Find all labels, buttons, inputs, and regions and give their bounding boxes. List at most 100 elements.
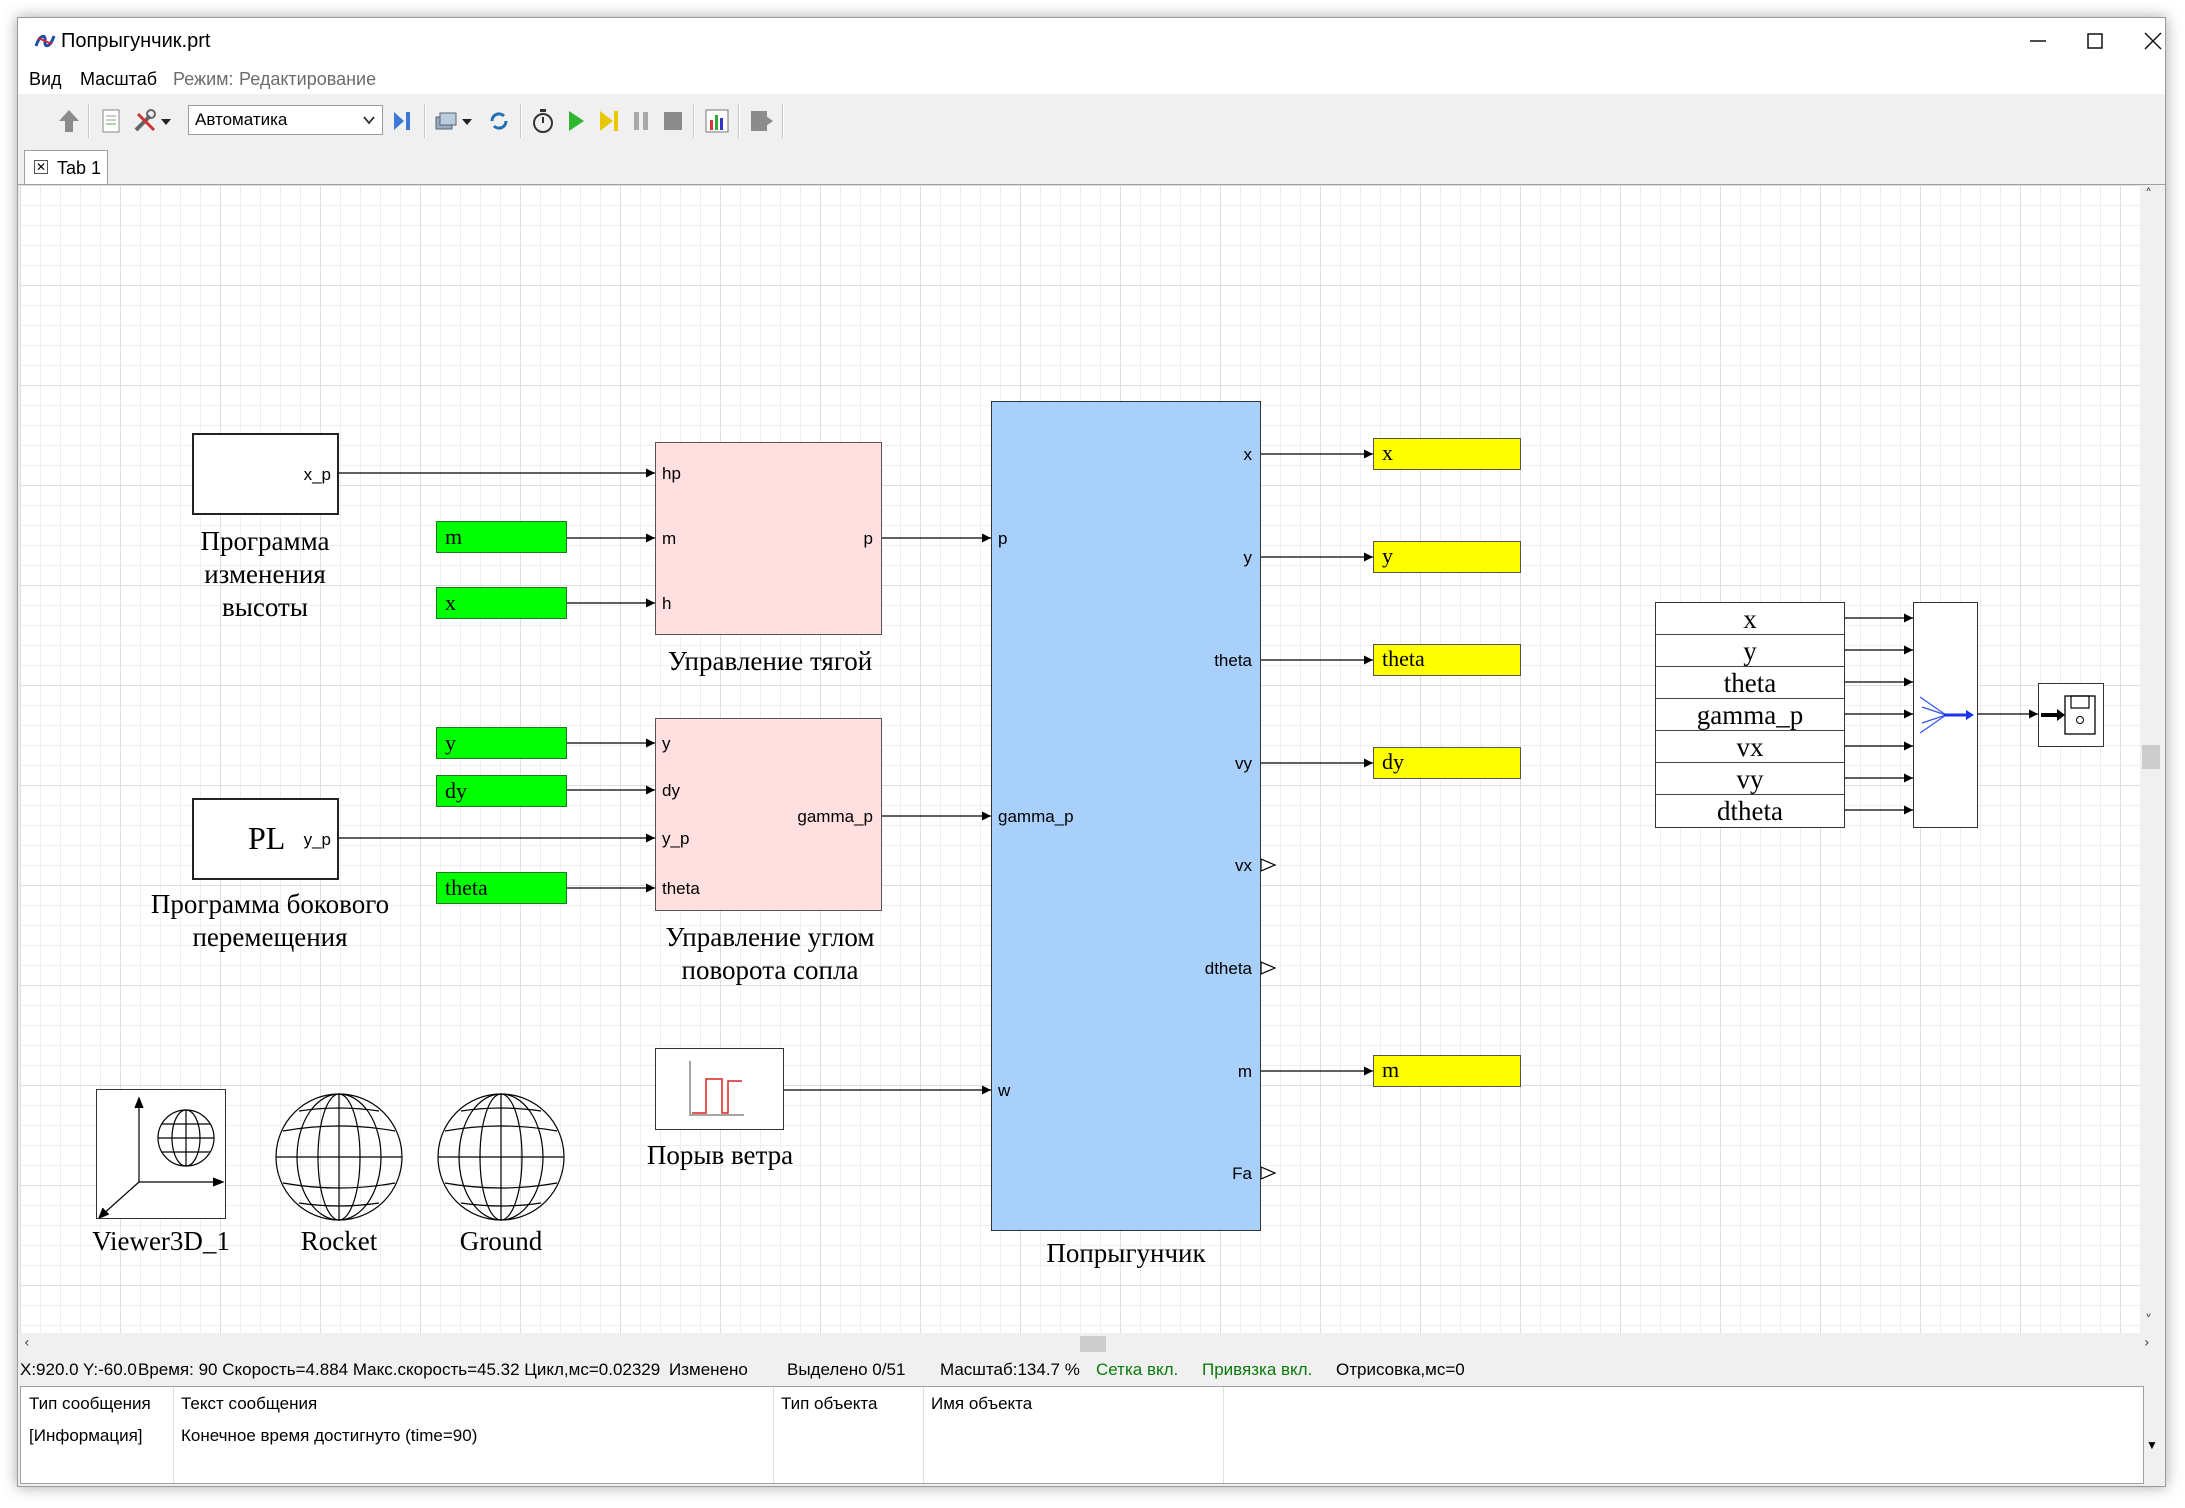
port-fa-open <box>1260 1166 1277 1180</box>
tab-1[interactable]: ✕ Tab 1 <box>24 150 108 184</box>
diagram-canvas[interactable]: x_p Программа изменения высоты m x y dy … <box>20 185 2140 1333</box>
sync-icon <box>490 112 508 130</box>
layers-button[interactable] <box>432 106 462 136</box>
minimize-icon <box>2030 40 2046 42</box>
file-writer-block[interactable] <box>2038 683 2104 747</box>
const-x[interactable]: x <box>436 587 567 619</box>
display-dy[interactable]: dy <box>1373 747 1521 779</box>
port-p-in: p <box>998 529 1008 548</box>
thrust-control-caption: Управление тягой <box>667 646 873 676</box>
thrust-control-block[interactable]: hp m h p <box>655 442 882 635</box>
scroll-up-icon[interactable]: ˄ <box>2145 187 2152 203</box>
maximize-button[interactable] <box>2060 18 2130 64</box>
title-bar: Попрыгунчик.prt <box>18 18 2165 64</box>
const-theta[interactable]: theta <box>436 872 567 904</box>
port-theta: theta <box>662 879 700 898</box>
viewer3d-block[interactable] <box>96 1089 226 1220</box>
chart-icon <box>705 109 729 133</box>
height-program-block[interactable]: x_p <box>192 433 339 515</box>
model-block[interactable]: p gamma_p w x y theta vy vx dtheta m Fa <box>991 401 1261 1231</box>
status-snap[interactable]: Привязка вкл. <box>1202 1360 1313 1379</box>
minimize-button[interactable] <box>2003 18 2073 64</box>
status-grid[interactable]: Сетка вкл. <box>1096 1360 1179 1379</box>
export-button[interactable] <box>746 106 776 136</box>
tools-dropdown[interactable] <box>159 106 173 136</box>
chevron-down-icon <box>161 119 171 125</box>
scroll-left-icon[interactable]: ‹ <box>24 1335 30 1351</box>
pause-icon <box>634 112 648 130</box>
port-yp-in: y_p <box>662 829 690 848</box>
column-header-type[interactable]: Тип сообщения <box>29 1394 151 1413</box>
step-forward-icon <box>600 111 618 131</box>
message-col-object-name: Имя объекта <box>923 1387 1224 1483</box>
nozzle-control-block[interactable]: y dy y_p theta gamma_p <box>655 718 882 911</box>
script-button[interactable] <box>96 106 126 136</box>
timer-button[interactable] <box>528 106 558 136</box>
ground-globe-icon[interactable] <box>435 1091 567 1223</box>
status-selected: Выделено 0/51 <box>787 1360 906 1379</box>
menu-view[interactable]: Вид <box>29 69 62 89</box>
layers-dropdown[interactable] <box>460 106 474 136</box>
port-vx-open <box>1260 858 1277 872</box>
port-m-out: m <box>1237 1062 1252 1081</box>
message-panel: Тип сообщения [Информация] Текст сообщен… <box>20 1386 2144 1484</box>
viewer3d-caption: Viewer3D_1 <box>92 1226 230 1256</box>
up-arrow-icon <box>59 110 79 132</box>
rocket-globe-icon[interactable] <box>273 1091 405 1223</box>
status-coords: X:920.0 Y:-60.0 <box>20 1360 137 1379</box>
sync-button[interactable] <box>484 106 514 136</box>
vertical-scroll-thumb[interactable] <box>2142 745 2160 769</box>
stop-button[interactable] <box>658 106 688 136</box>
column-header-text[interactable]: Текст сообщения <box>181 1394 318 1413</box>
height-program-caption: Программа изменения высоты <box>200 526 330 622</box>
step-button[interactable] <box>388 106 418 136</box>
up-button[interactable] <box>54 106 84 136</box>
maximize-icon <box>2087 33 2103 49</box>
play-icon <box>569 111 584 131</box>
connection-wires <box>337 449 2038 1180</box>
message-scroll-icon[interactable]: ▼ <box>2146 1438 2158 1452</box>
close-window-button[interactable] <box>2118 18 2165 64</box>
signal-bus-block[interactable]: x y theta gamma_p vx vy dtheta <box>1655 602 1845 828</box>
step-icon <box>394 112 410 130</box>
display-m[interactable]: m <box>1373 1055 1521 1087</box>
port-gamma-out: gamma_p <box>797 807 873 826</box>
export-icon <box>751 111 773 131</box>
port-dtheta-open <box>1260 961 1277 975</box>
menu-scale[interactable]: Масштаб <box>80 69 158 89</box>
run-button[interactable] <box>561 106 591 136</box>
scroll-right-icon[interactable]: › <box>2144 1335 2150 1351</box>
horizontal-scrollbar[interactable]: ‹ › <box>20 1333 2162 1355</box>
column-header-object-name[interactable]: Имя объекта <box>931 1394 1033 1413</box>
message-col-text: Текст сообщения Конечное время достигнут… <box>173 1387 774 1483</box>
column-header-object-type[interactable]: Тип объекта <box>781 1394 878 1413</box>
vertical-scrollbar[interactable]: ˄ ˅ <box>2140 185 2162 1333</box>
lateral-program-block[interactable]: PL y_p <box>192 798 339 880</box>
bus-signal-dtheta: dtheta <box>1717 796 1783 826</box>
tab-close-icon[interactable]: ✕ <box>34 160 48 174</box>
run-step-button[interactable] <box>594 106 624 136</box>
const-y[interactable]: y <box>436 727 567 759</box>
bus-signal-vy: vy <box>1656 763 1844 795</box>
ground-caption: Ground <box>459 1226 543 1256</box>
tools-button[interactable] <box>130 106 160 136</box>
message-col-type: Тип сообщения [Информация] <box>21 1387 174 1483</box>
mux-block[interactable] <box>1913 602 1978 828</box>
toolbar: Автоматика <box>26 96 2160 146</box>
const-dy[interactable]: dy <box>436 775 567 807</box>
solver-select[interactable]: Автоматика <box>188 105 383 135</box>
chevron-down-icon <box>363 116 375 125</box>
display-y[interactable]: y <box>1373 541 1521 573</box>
wind-gust-block[interactable] <box>655 1048 784 1130</box>
const-m[interactable]: m <box>436 521 567 553</box>
charts-button[interactable] <box>702 106 732 136</box>
stopwatch-icon <box>533 109 553 133</box>
horizontal-scroll-thumb[interactable] <box>1080 1336 1106 1352</box>
display-theta[interactable]: theta <box>1373 644 1521 676</box>
status-zoom: Масштаб:134.7 % <box>940 1360 1080 1379</box>
close-icon <box>2144 32 2162 50</box>
scroll-down-icon[interactable]: ˅ <box>2145 1313 2152 1329</box>
port-h: h <box>662 594 672 613</box>
pause-button[interactable] <box>626 106 656 136</box>
display-x[interactable]: x <box>1373 438 1521 470</box>
